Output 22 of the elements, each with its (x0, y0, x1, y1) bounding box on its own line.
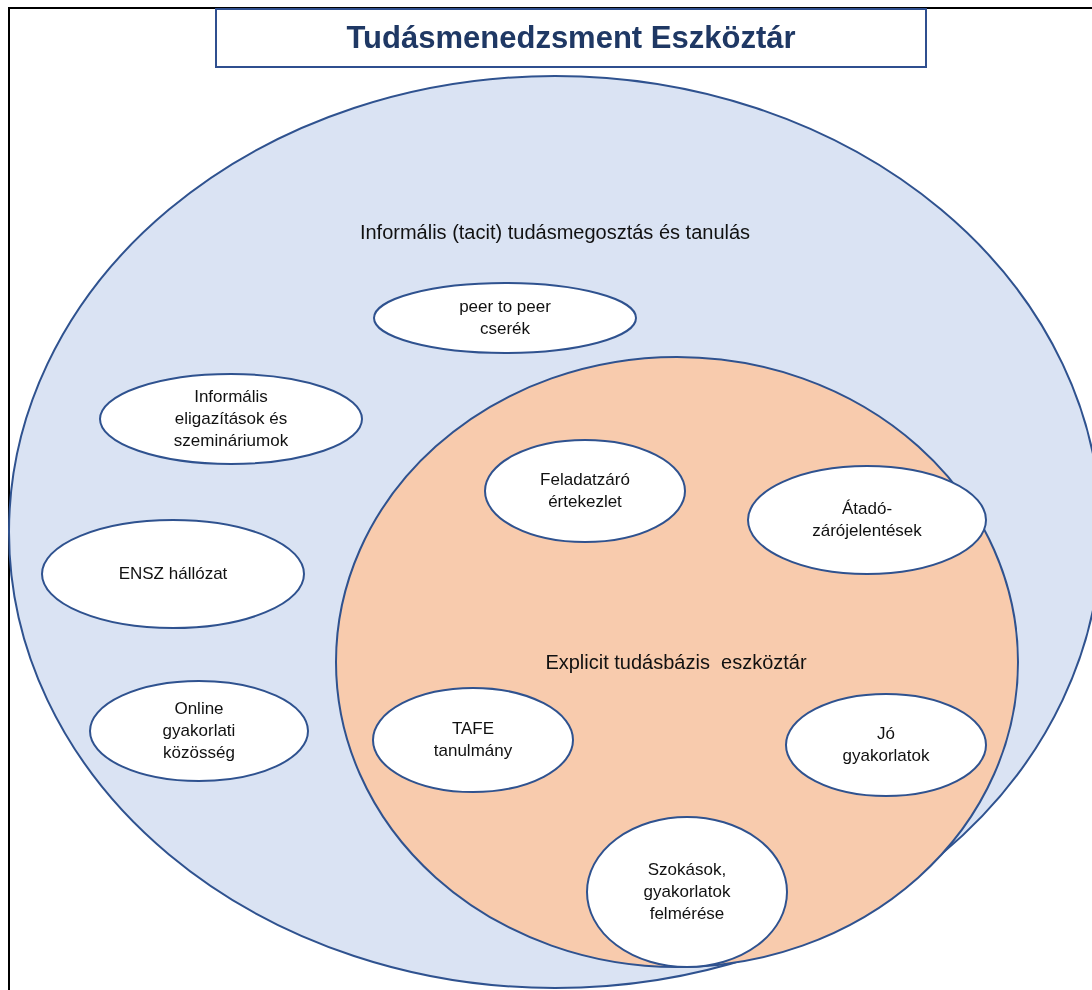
item-label: Feladatzáró értekezlet (539, 469, 631, 514)
item-label: TAFE tanulmány (432, 718, 514, 763)
item-label: Jó gyakorlatok (841, 723, 931, 768)
region-ellipse (336, 357, 1018, 967)
item-label: peer to peer cserék (458, 296, 552, 341)
item-label: Szokások, gyakorlatok felmérése (642, 859, 732, 926)
region-heading: Informális (tacit) tudásmegosztás és tanulás (358, 220, 752, 245)
item-ellipse (90, 681, 308, 781)
item-label: Online gyakorlati közösség (161, 698, 237, 765)
item-label: ENSZ hállózat (117, 563, 229, 585)
item-ellipse (786, 694, 986, 796)
item-ellipse (485, 440, 685, 542)
item-ellipse (748, 466, 986, 574)
item-ellipse (42, 520, 304, 628)
item-ellipse (373, 688, 573, 792)
item-label: Informális eligazítások és szemináriumok (172, 386, 290, 453)
item-ellipse (100, 374, 362, 464)
title-banner: Tudásmenedzsment Eszköztár (215, 8, 927, 68)
region-heading: Explicit tudásbázis eszköztár (544, 650, 808, 675)
item-label: Átadó-zárójelentések (811, 498, 923, 543)
item-ellipse (587, 817, 787, 967)
item-ellipse (374, 283, 636, 353)
